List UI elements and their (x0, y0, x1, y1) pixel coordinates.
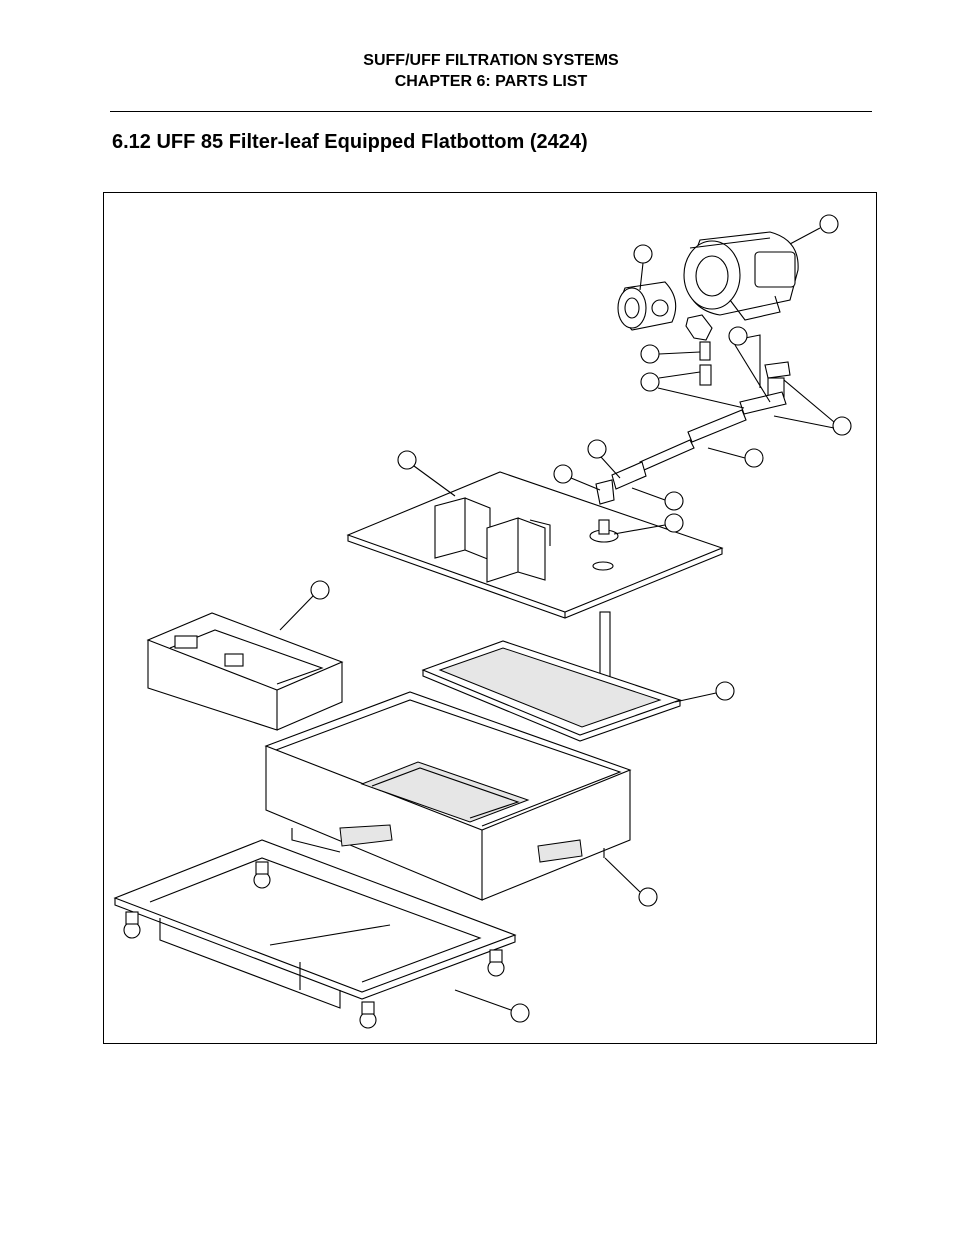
header-line-2: CHAPTER 6: PARTS LIST (394, 73, 588, 90)
pump-motor (683, 231, 799, 321)
filter-lid (346, 471, 724, 619)
suction-pipe (595, 391, 787, 505)
document-header: SUFF/UFF FILTRATION SYSTEMS CHAPTER 6: P… (0, 50, 954, 92)
pump-head (617, 281, 677, 331)
section-title: 6.12 UFF 85 Filter-leaf Equipped Flatbot… (112, 131, 588, 153)
caster-wheels (123, 861, 505, 1029)
fittings-upper (685, 314, 791, 399)
filter-tank (264, 691, 632, 901)
bag-basket (146, 612, 344, 731)
diagram-frame (103, 192, 877, 1044)
header-line-1: SUFF/UFF FILTRATION SYSTEMS (363, 52, 619, 69)
callout-bubbles (310, 214, 852, 1023)
leader-lines (279, 227, 835, 1011)
filter-leaf (421, 640, 682, 742)
header-divider (110, 111, 872, 112)
dolly-cart (113, 839, 517, 1029)
